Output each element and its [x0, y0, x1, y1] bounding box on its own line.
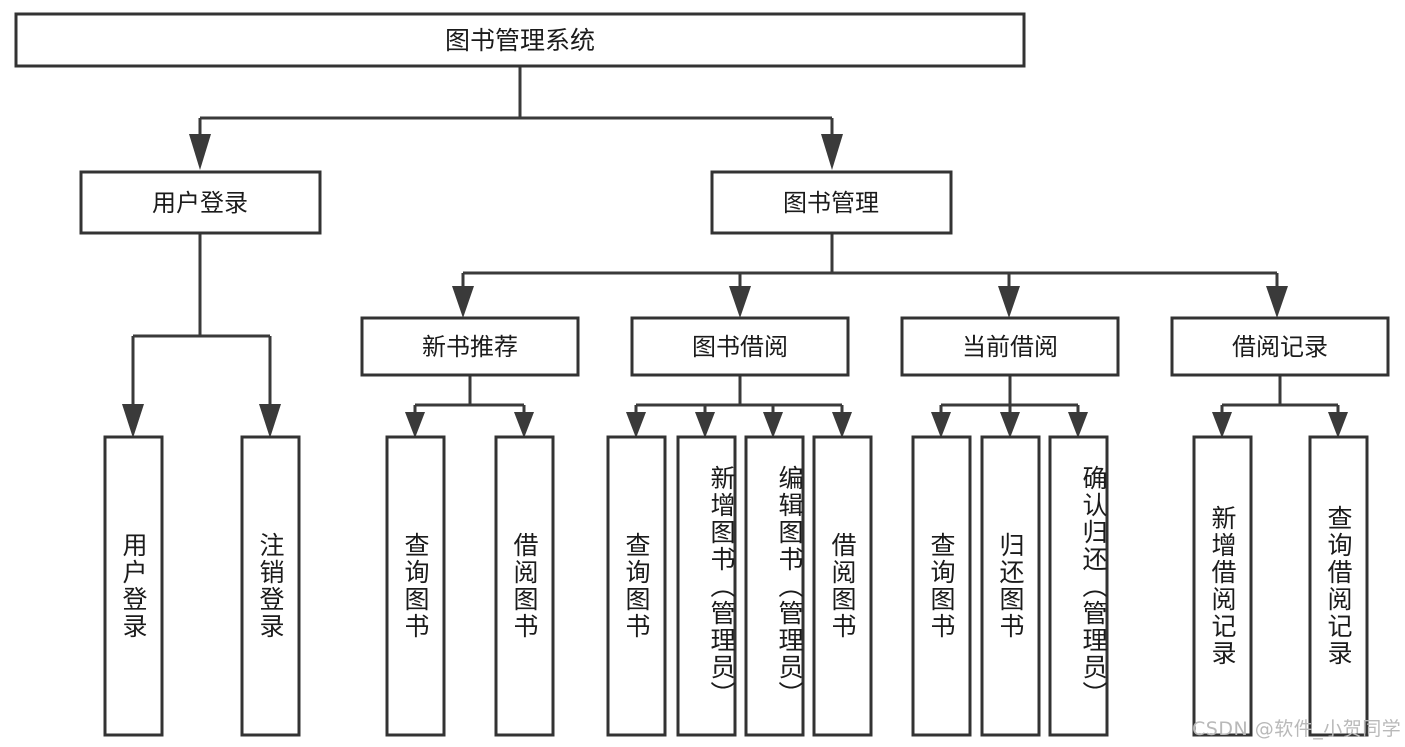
arrowhead-leaf-query-book-1 — [405, 412, 425, 438]
node-boxes — [14, 12, 1390, 737]
leaf-box-user-login[interactable] — [103, 435, 164, 737]
csdn-watermark: CSDN @软件_小贺同学 — [1192, 718, 1402, 740]
arrowhead-leaf-add-book — [695, 412, 715, 438]
arrowhead-leaf-confirm-return — [1068, 412, 1088, 438]
arrowhead-leaf-user-login — [122, 404, 144, 438]
node-root-label: 图书管理系统 — [445, 26, 595, 55]
node-user-login-label: 用户登录 — [152, 189, 248, 217]
leaf-box-return-book[interactable] — [980, 435, 1041, 737]
arrowhead-record — [1266, 286, 1288, 318]
node-current-borrow[interactable] — [900, 316, 1120, 377]
node-borrow-record[interactable] — [1170, 316, 1390, 377]
arrowhead-leaf-query-book-2 — [626, 412, 646, 438]
leaf-box-edit-book[interactable] — [744, 435, 805, 737]
leaf-box-add-book[interactable] — [676, 435, 737, 737]
arrowhead-leaf-borrow-book-2 — [832, 412, 852, 438]
node-user-login[interactable] — [79, 170, 322, 235]
node-book-borrow-label: 图书借阅 — [692, 333, 788, 361]
leaf-box-query-book-2[interactable] — [606, 435, 667, 737]
leaf-box-query-record[interactable] — [1308, 435, 1369, 737]
arrowhead-book-mgmt — [821, 134, 843, 170]
node-root[interactable] — [14, 12, 1026, 68]
connector-group — [122, 67, 1348, 438]
arrowhead-user-login — [189, 134, 211, 170]
node-book-borrow[interactable] — [630, 316, 850, 377]
leaf-box-add-record[interactable] — [1192, 435, 1253, 737]
arrowhead-leaf-add-record — [1212, 412, 1232, 438]
node-book-management[interactable] — [710, 170, 953, 235]
node-current-borrow-label: 当前借阅 — [962, 333, 1058, 361]
leaf-box-borrow-book-2[interactable] — [812, 435, 873, 737]
arrowhead-leaf-return-book — [1000, 412, 1020, 438]
arrowhead-leaf-query-book-3 — [931, 412, 951, 438]
arrowhead-current — [998, 286, 1020, 318]
node-new-book-recommend-label: 新书推荐 — [422, 333, 518, 361]
leaf-box-borrow-book-1[interactable] — [494, 435, 555, 737]
leaf-box-confirm-return[interactable] — [1048, 435, 1109, 737]
leaf-box-logout[interactable] — [240, 435, 301, 737]
arrowhead-newbook — [452, 286, 474, 318]
node-book-management-label: 图书管理 — [783, 189, 879, 217]
leaf-box-query-book-1[interactable] — [385, 435, 446, 737]
node-borrow-record-label: 借阅记录 — [1232, 333, 1328, 361]
arrowhead-leaf-logout — [259, 404, 281, 438]
horizontal-labels: 图书管理系统 用户登录 图书管理 新书推荐 图书借阅 当前借阅 借阅记录 — [152, 26, 1328, 361]
arrowhead-borrow — [729, 286, 751, 318]
node-new-book-recommend[interactable] — [360, 316, 580, 377]
arrowhead-leaf-query-record — [1328, 412, 1348, 438]
leaf-box-query-book-3[interactable] — [911, 435, 972, 737]
arrowhead-leaf-borrow-book-1 — [514, 412, 534, 438]
arrowhead-leaf-edit-book — [763, 412, 783, 438]
